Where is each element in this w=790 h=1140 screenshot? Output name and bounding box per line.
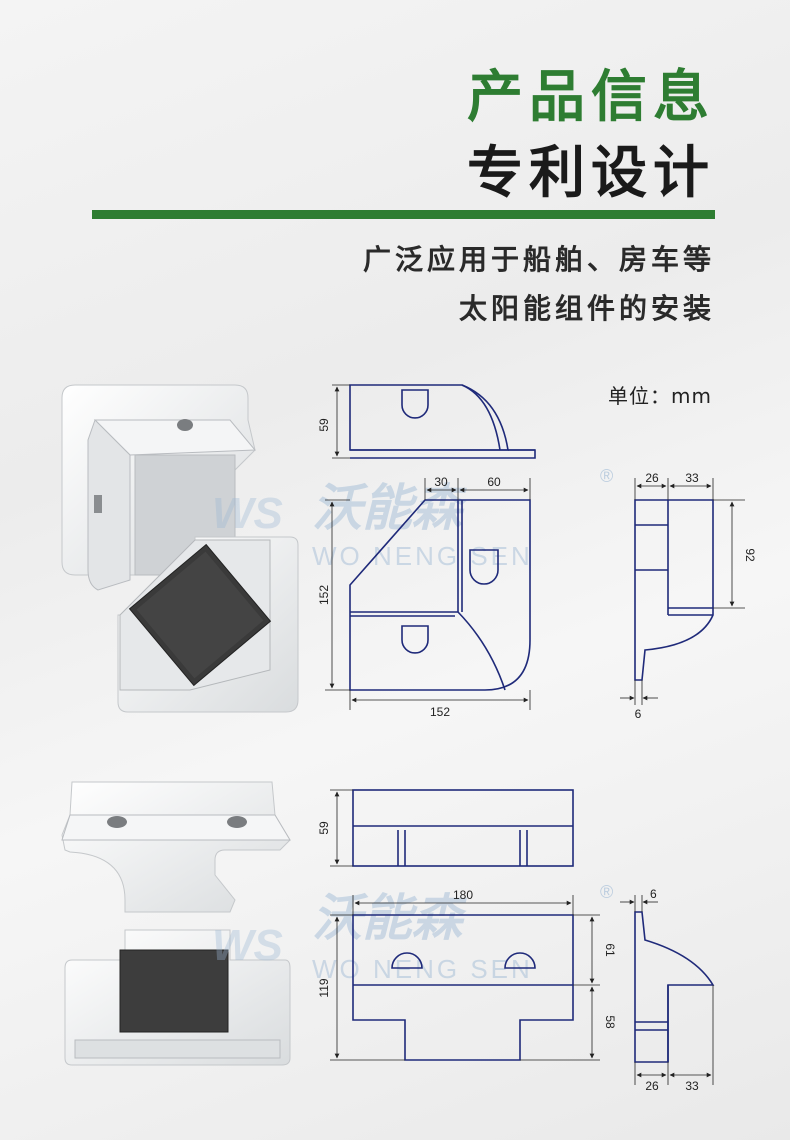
divider-bar [92, 210, 715, 219]
dim-side-33: 33 [685, 471, 699, 485]
dim-top-height: 59 [317, 418, 331, 432]
drawing-1-front-view [349, 499, 531, 691]
description-line-1: 广泛应用于船舶、房车等 [362, 243, 715, 276]
svg-text:WO NENG SEN: WO NENG SEN [312, 541, 533, 571]
drawing-2-top-view [352, 789, 574, 867]
dim2-side-33: 33 [685, 1079, 699, 1093]
page-title: 产品信息 [467, 65, 715, 130]
product-photo-corner-bracket [61, 384, 299, 713]
dim2-width-180: 180 [453, 888, 473, 902]
product-photo-straight-bracket [61, 781, 291, 1066]
drawing-2-side-dims [620, 895, 714, 1085]
dim2-height-61: 61 [603, 943, 617, 957]
drawing-1-top-dims [332, 384, 350, 459]
dim-side-92: 92 [743, 548, 757, 562]
dim2-height-119: 119 [317, 978, 331, 997]
dim-width-152: 152 [430, 705, 450, 719]
drawing-2-top-dims [330, 789, 353, 867]
drawing-2-front-dims [330, 895, 600, 1061]
dim2-height-58: 58 [603, 1015, 617, 1029]
drawing-1-side-dims [620, 478, 745, 705]
unit-label: 单位：mm [608, 384, 712, 408]
dim2-top-height: 59 [317, 821, 331, 835]
page-subtitle: 专利设计 [467, 141, 715, 206]
dim2-side-6: 6 [650, 887, 657, 901]
dim-height-152: 152 [317, 585, 331, 605]
dim-60: 60 [487, 475, 501, 489]
drawing-2-side-view [634, 911, 715, 1063]
drawing-1-front-dims [325, 478, 531, 710]
svg-text:WS: WS [212, 921, 283, 970]
drawing-2-front-view [352, 914, 574, 1061]
svg-text:沃能森: 沃能森 [312, 889, 467, 947]
drawing-1-side-view [634, 499, 714, 681]
dim-side-6: 6 [635, 707, 642, 721]
dim-side-26: 26 [645, 471, 659, 485]
dim-30: 30 [434, 475, 448, 489]
drawing-1-top-view [349, 384, 536, 459]
svg-text:WO NENG SEN: WO NENG SEN [312, 954, 533, 984]
svg-text:WS: WS [212, 489, 283, 538]
svg-text:®: ® [600, 882, 613, 902]
svg-text:®: ® [600, 466, 613, 486]
description-line-2: 太阳能组件的安装 [458, 292, 715, 325]
dim2-side-26: 26 [645, 1079, 659, 1093]
